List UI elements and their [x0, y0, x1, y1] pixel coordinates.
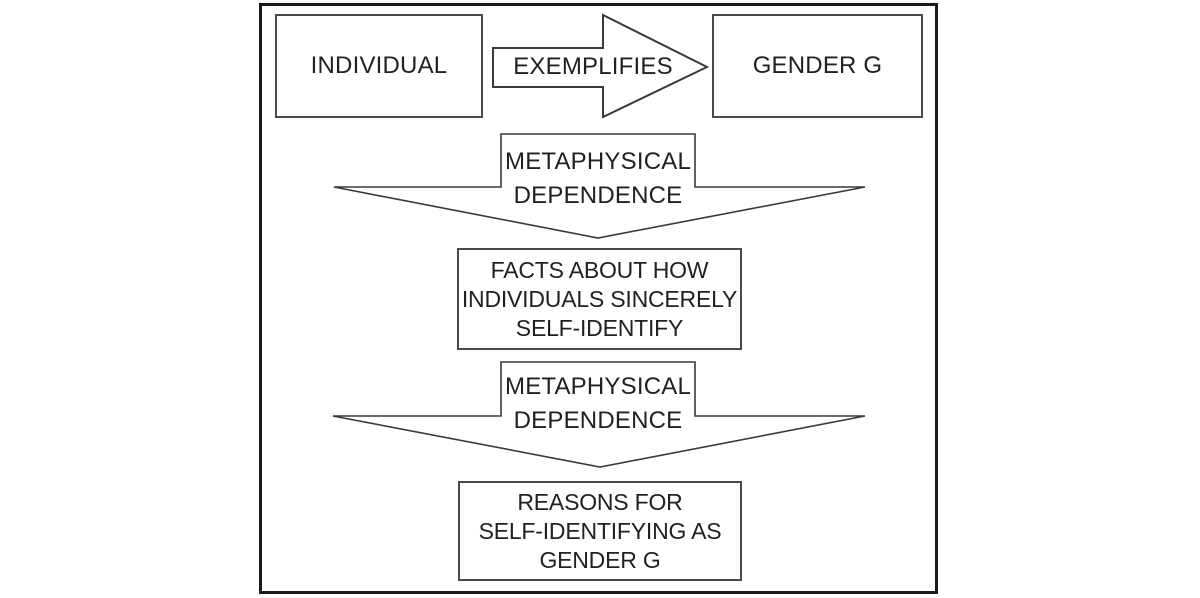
exemplifies-arrow-label: EXEMPLIFIES — [513, 53, 673, 80]
reasons-box-label: REASONS FOR SELF-IDENTIFYING AS GENDER G — [478, 488, 722, 573]
reasons-box: REASONS FOR SELF-IDENTIFYING AS GENDER G — [458, 481, 742, 581]
metaphysical-dependence-label-top: METAPHYSICAL DEPENDENCE — [505, 148, 691, 209]
metaphysical-dependence-label-bottom: METAPHYSICAL DEPENDENCE — [505, 373, 691, 434]
individual-box: INDIVIDUAL — [275, 14, 483, 118]
gender-g-box: GENDER G — [712, 14, 923, 118]
facts-box: FACTS ABOUT HOW INDIVIDUALS SINCERELY SE… — [457, 248, 742, 350]
facts-box-label: FACTS ABOUT HOW INDIVIDUALS SINCERELY SE… — [461, 256, 738, 341]
gender-g-box-label: GENDER G — [752, 52, 883, 79]
individual-box-label: INDIVIDUAL — [310, 52, 448, 79]
